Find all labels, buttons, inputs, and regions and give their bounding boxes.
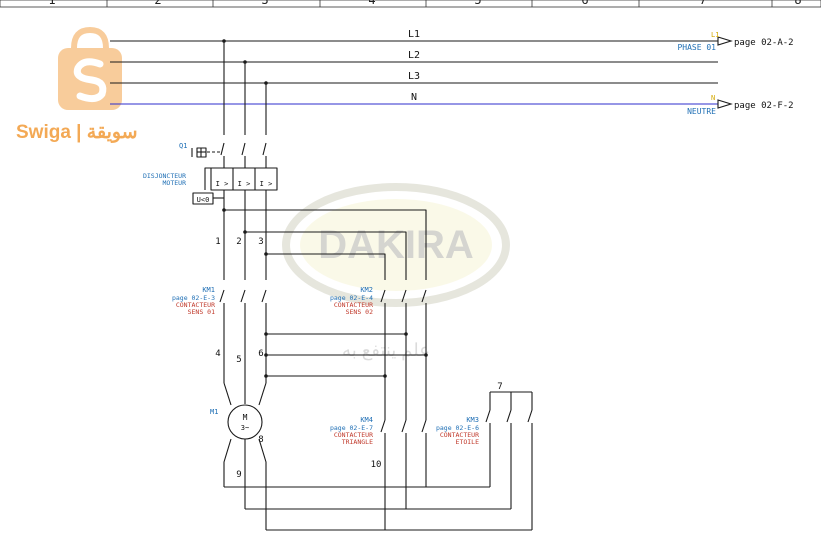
- wire-number: 5: [236, 355, 241, 365]
- column-number: 6: [581, 0, 588, 7]
- wire-number: 6: [258, 349, 263, 359]
- phase-label: PHASE 01: [677, 43, 716, 52]
- wire-number: 4: [215, 349, 220, 359]
- km2-desc: SENS 02: [346, 308, 373, 316]
- breaker-desc: MOTEUR: [163, 179, 187, 187]
- neutral-label: NEUTRE: [687, 107, 716, 116]
- line-label-l1: L1: [408, 29, 420, 40]
- dakira-watermark-text: DAKIRA: [318, 223, 474, 267]
- wire-number: 10: [371, 460, 382, 470]
- line-label-l3: L3: [408, 71, 420, 82]
- column-number: 7: [699, 0, 706, 7]
- km4-desc: TRIANGLE: [342, 438, 373, 446]
- column-number: 1: [48, 0, 55, 7]
- km1-ref[interactable]: page 02-E-3: [172, 294, 215, 302]
- column-number: 3: [261, 0, 268, 7]
- km4-ref[interactable]: page 02-E-7: [330, 424, 373, 432]
- supply-lines: [110, 36, 733, 109]
- arrow-right-icon: [717, 99, 733, 109]
- wire-number: 9: [236, 470, 241, 480]
- column-number: 4: [368, 0, 375, 7]
- motor-tag: M1: [210, 408, 218, 416]
- km1-type: CONTACTEUR: [176, 301, 215, 309]
- line-label-l2: L2: [408, 50, 420, 61]
- trip-symbol: I >: [260, 180, 273, 188]
- line-label-n: N: [411, 92, 417, 103]
- breaker-desc: DISJONCTEUR: [143, 172, 186, 180]
- km3-desc: ETOILE: [456, 438, 480, 446]
- column-number: 2: [154, 0, 161, 7]
- km3-type: CONTACTEUR: [440, 431, 479, 439]
- page-ref-n[interactable]: page 02-F-2: [734, 101, 794, 111]
- wire-number: 8: [258, 435, 263, 445]
- wire-number: 2: [236, 237, 241, 247]
- trip-symbol: I >: [216, 180, 229, 188]
- arrow-right-icon: [717, 36, 733, 46]
- motor-phases: 3~: [241, 424, 249, 432]
- km1-tag: KM1: [202, 286, 215, 294]
- page-ref-l1[interactable]: page 02-A-2: [734, 38, 794, 48]
- km4-type: CONTACTEUR: [334, 431, 373, 439]
- wire-number: 1: [215, 237, 220, 247]
- km2-ref[interactable]: page 02-E-4: [330, 294, 373, 302]
- line-tag-l1: L1: [711, 31, 719, 39]
- dakira-watermark: DAKIRA علم ينتفع به: [282, 183, 510, 361]
- wire-number: 7: [497, 382, 502, 392]
- breaker-tag: Q1: [179, 142, 187, 150]
- line-tag-n: N: [711, 94, 715, 102]
- brand-watermark-text: Swiga | سويقة: [16, 122, 138, 143]
- km2-type: CONTACTEUR: [334, 301, 373, 309]
- undervoltage-label: U<0: [197, 196, 210, 204]
- dakira-watermark-subtext: علم ينتفع به: [342, 340, 430, 361]
- wire-number: 3: [258, 237, 263, 247]
- column-header: 1 2 3 4 5 6 7 8: [0, 0, 821, 8]
- wire-junctions: [222, 39, 428, 378]
- column-number: 8: [794, 0, 801, 7]
- column-number: 5: [474, 0, 481, 7]
- km3-ref[interactable]: page 02-E-6: [436, 424, 479, 432]
- swiga-watermark: Swiga | سويقة: [16, 26, 138, 143]
- km1-desc: SENS 01: [188, 308, 215, 316]
- km2-tag: KM2: [360, 286, 373, 294]
- km3-tag: KM3: [466, 416, 479, 424]
- trip-symbol: I >: [238, 180, 251, 188]
- km4-tag: KM4: [360, 416, 373, 424]
- motor-symbol: M: [243, 413, 248, 422]
